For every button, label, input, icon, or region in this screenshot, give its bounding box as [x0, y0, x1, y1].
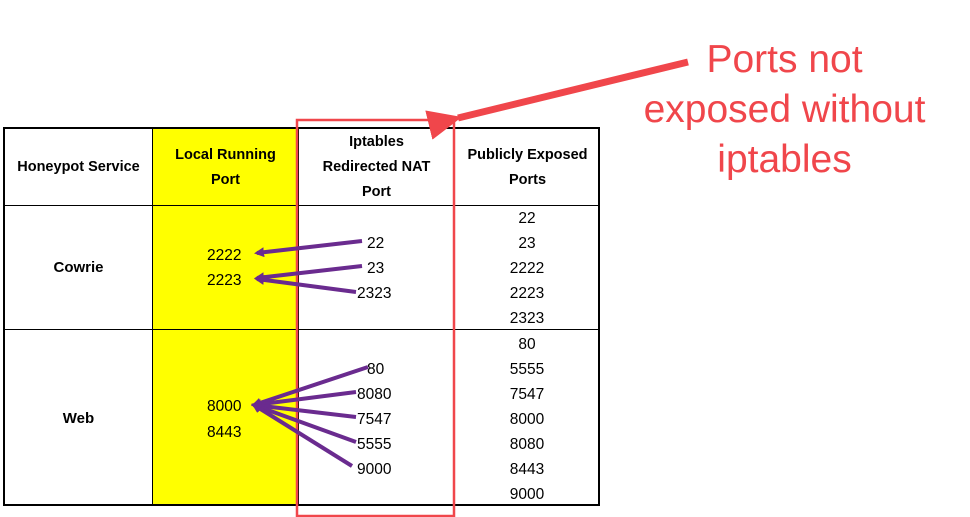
grid-line: [298, 129, 299, 504]
redirect-arrow: [254, 239, 363, 258]
public-port: 5555: [509, 361, 545, 378]
redirect-arrow: [251, 390, 357, 410]
public-port: 23: [518, 235, 536, 252]
grid-line: [5, 329, 598, 330]
local-port: 2223: [207, 272, 242, 289]
public-port: 9000: [509, 486, 545, 503]
public-port: 80: [518, 336, 536, 353]
public-ports-cowrie: 22 23 2222 2223 2323: [455, 206, 599, 331]
service-web: Web: [62, 410, 95, 427]
redirect-arrow: [251, 403, 354, 468]
nat-port: 2323: [357, 285, 392, 302]
nat-port: 7547: [357, 411, 392, 428]
local-port: 2222: [207, 247, 242, 264]
public-ports-web: 80 5555 7547 8000 8080 8443 9000: [455, 332, 599, 507]
nat-port: 9000: [357, 461, 392, 478]
public-port: 8080: [509, 436, 545, 453]
nat-port: 8080: [357, 386, 392, 403]
service-cowrie: Cowrie: [53, 259, 104, 276]
callout-text: Ports not exposed without iptables: [643, 38, 926, 181]
nat-port: 22: [367, 235, 385, 252]
redirect-arrow: [254, 264, 363, 283]
public-port: 8000: [509, 411, 545, 428]
nat-column-highlight: [153, 129, 298, 504]
grid-line: [5, 205, 598, 206]
nat-port: 23: [367, 260, 385, 277]
public-port: 2223: [509, 285, 545, 302]
local-port: 8000: [207, 398, 242, 415]
callout-arrow: [425, 58, 689, 140]
public-port: 8443: [509, 461, 545, 478]
public-port: 2323: [509, 310, 545, 327]
redirect-arrow: [251, 400, 357, 419]
public-port: 2222: [509, 260, 545, 277]
redirect-arrow: [254, 274, 357, 294]
local-port: 8443: [207, 424, 242, 441]
nat-port: 80: [367, 361, 385, 378]
header-service: Honeypot Service: [17, 159, 140, 175]
grid-line: [152, 129, 153, 504]
highlight-box: [295, 118, 456, 517]
public-port: 7547: [509, 386, 545, 403]
nat-port: 5555: [357, 436, 392, 453]
redirect-arrow: [251, 402, 357, 444]
redirect-arrow: [251, 365, 369, 408]
public-port: 22: [518, 210, 536, 227]
